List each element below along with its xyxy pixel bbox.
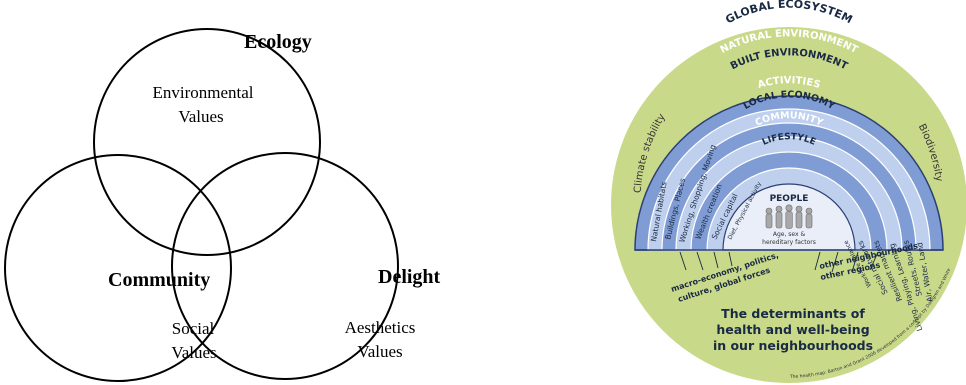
summary-line3: in our neighbourhoods [713,338,873,353]
arrow [713,251,719,269]
delight-circle [171,152,399,380]
arrow [869,251,879,271]
ecology-title: Ecology [244,31,312,53]
band-label-lifestyle: LIFESTYLE [761,132,817,148]
summary-line1: The determinants of [721,306,865,321]
arrow [814,251,821,271]
arrow [728,251,733,267]
summary-line2: health and well-being [716,322,869,337]
delight-desc-line1: Aesthetics [345,318,416,337]
band-label-activities: ACTIVITIES [756,75,821,91]
ecology-desc-line1: Environmental [152,83,253,102]
community-title: Community [108,269,210,291]
arrow [679,251,687,271]
arrow [831,251,839,273]
people-caption-line2: hereditary factors [762,239,816,246]
delight-desc-line2: Values [357,342,402,361]
ecology-circle [93,28,321,256]
global-ecosystem-title: GLOBAL ECOSYSTEM [723,0,854,26]
community-desc-line2: Values [171,343,216,362]
band-label-people: PEOPLE [770,194,809,204]
delight-title: Delight [378,266,441,288]
people-caption-line1: Age, sex & [773,231,806,238]
arrow [696,251,704,271]
venn-diagram: Ecology Environmental Values Community S… [4,28,441,382]
community-circle [4,154,232,382]
arrow [851,251,859,273]
influence-arrows [679,251,879,273]
community-desc-line1: Social [172,319,215,338]
ecology-desc-line2: Values [178,107,223,126]
people-figures-icon [765,204,813,229]
